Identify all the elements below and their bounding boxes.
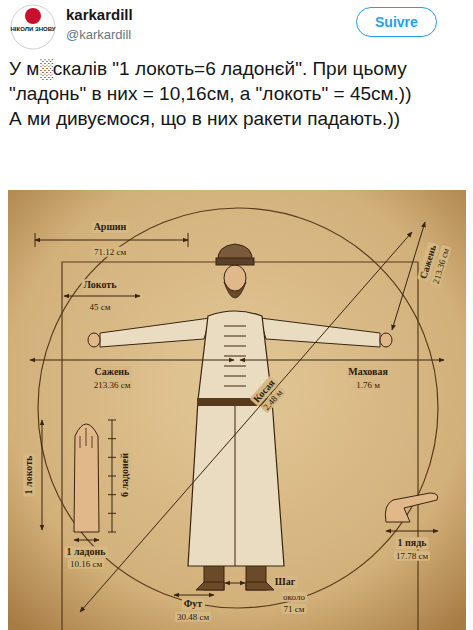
- author-name: karkardill: [66, 6, 133, 23]
- measure-name: 1 локоть: [23, 454, 35, 497]
- kosaya-line: [80, 232, 412, 612]
- sazhen-line: [30, 360, 234, 361]
- follow-button: Suivre: [356, 7, 437, 37]
- dimension-lines: [30, 222, 444, 612]
- measure-value: 1.76 м: [354, 380, 382, 390]
- coat: [188, 311, 284, 566]
- avatar-text: НІКОЛИ ЗНОВУ: [10, 4, 56, 33]
- measure-value: 71.12 см: [92, 247, 128, 257]
- measure-value: 213.36 см: [92, 380, 133, 390]
- shag-line: [225, 583, 245, 584]
- finger-lines: [80, 428, 92, 448]
- measure-value: 17.78 см: [394, 551, 430, 561]
- avatar-circle: [11, 5, 55, 49]
- arshin-line: [35, 240, 188, 241]
- coat-frogging: [224, 326, 246, 566]
- measure-name: Сажень: [93, 366, 132, 378]
- fut-line: [174, 595, 214, 596]
- measure-name: Аршин: [92, 221, 129, 233]
- parchment-ground: [8, 190, 466, 630]
- hat-band: [216, 258, 254, 265]
- tweet-text: У м░скалів "1 локоть=6 ладонєй". При цьо…: [9, 56, 464, 106]
- measure-name: Локоть: [82, 279, 119, 291]
- tweet-text: А ми дивуємося, що в них ракети падають.…: [9, 106, 464, 131]
- lokot-bracket: [42, 420, 43, 530]
- measure-value: 45 см: [88, 302, 113, 312]
- measure-name: 1 пядь: [395, 537, 428, 549]
- measure-value: 30.48 см: [175, 612, 211, 622]
- left-arm: [100, 318, 210, 347]
- measure-name: Маховая: [346, 366, 390, 378]
- forearm-sketch: [74, 424, 99, 532]
- measure-name: 6 ладоней: [119, 451, 131, 499]
- avatar-badge: НІКОЛИ ЗНОВУ: [10, 4, 56, 50]
- proportion-square: [62, 262, 418, 630]
- left-boot-toe: [196, 582, 224, 590]
- left-hand: [88, 333, 100, 347]
- makhovaya-line: [240, 360, 444, 361]
- measure-name: Фут: [182, 598, 205, 610]
- proportion-circle: [38, 208, 438, 608]
- beard: [224, 282, 246, 298]
- measure-value: 10.16 см: [68, 559, 104, 569]
- ladon-ruler: [108, 420, 116, 532]
- measure-name: 1 ладонь: [64, 546, 107, 558]
- right-arm: [260, 318, 380, 347]
- measure-name: Шаг: [273, 576, 298, 588]
- hand-sketch: [385, 493, 437, 522]
- pyad-line: [386, 531, 438, 532]
- measure-value: 71 см: [282, 604, 307, 614]
- lokot-line: [64, 296, 140, 297]
- button-label: Suivre: [375, 13, 418, 31]
- right-hand: [380, 333, 392, 347]
- measure-value: около: [281, 592, 307, 602]
- right-boot-toe: [246, 582, 274, 590]
- avatar-red-dot: [25, 8, 41, 24]
- author-handle: @karkardill: [66, 27, 131, 42]
- arshin-ticks: [35, 233, 188, 247]
- ladon-line: [74, 540, 99, 541]
